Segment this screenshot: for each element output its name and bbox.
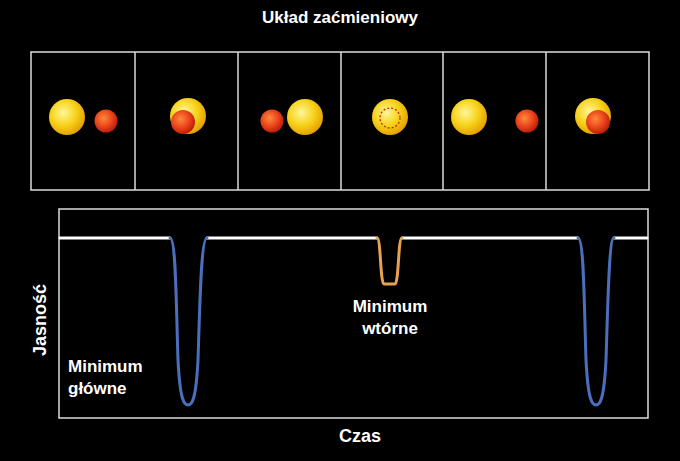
primary-minimum-label: Minimum główne xyxy=(68,356,168,400)
light-curve xyxy=(60,238,647,405)
y-axis-label: Jasność xyxy=(29,284,52,356)
phase-panel xyxy=(31,52,649,190)
stars xyxy=(49,98,611,135)
panel-dividers xyxy=(135,52,546,190)
chart-frame xyxy=(59,209,648,418)
title: Układ zaćmieniowy xyxy=(262,7,418,29)
secondary-minimum-label: Minimum wtórne xyxy=(335,296,445,340)
x-axis-label: Czas xyxy=(339,425,381,448)
